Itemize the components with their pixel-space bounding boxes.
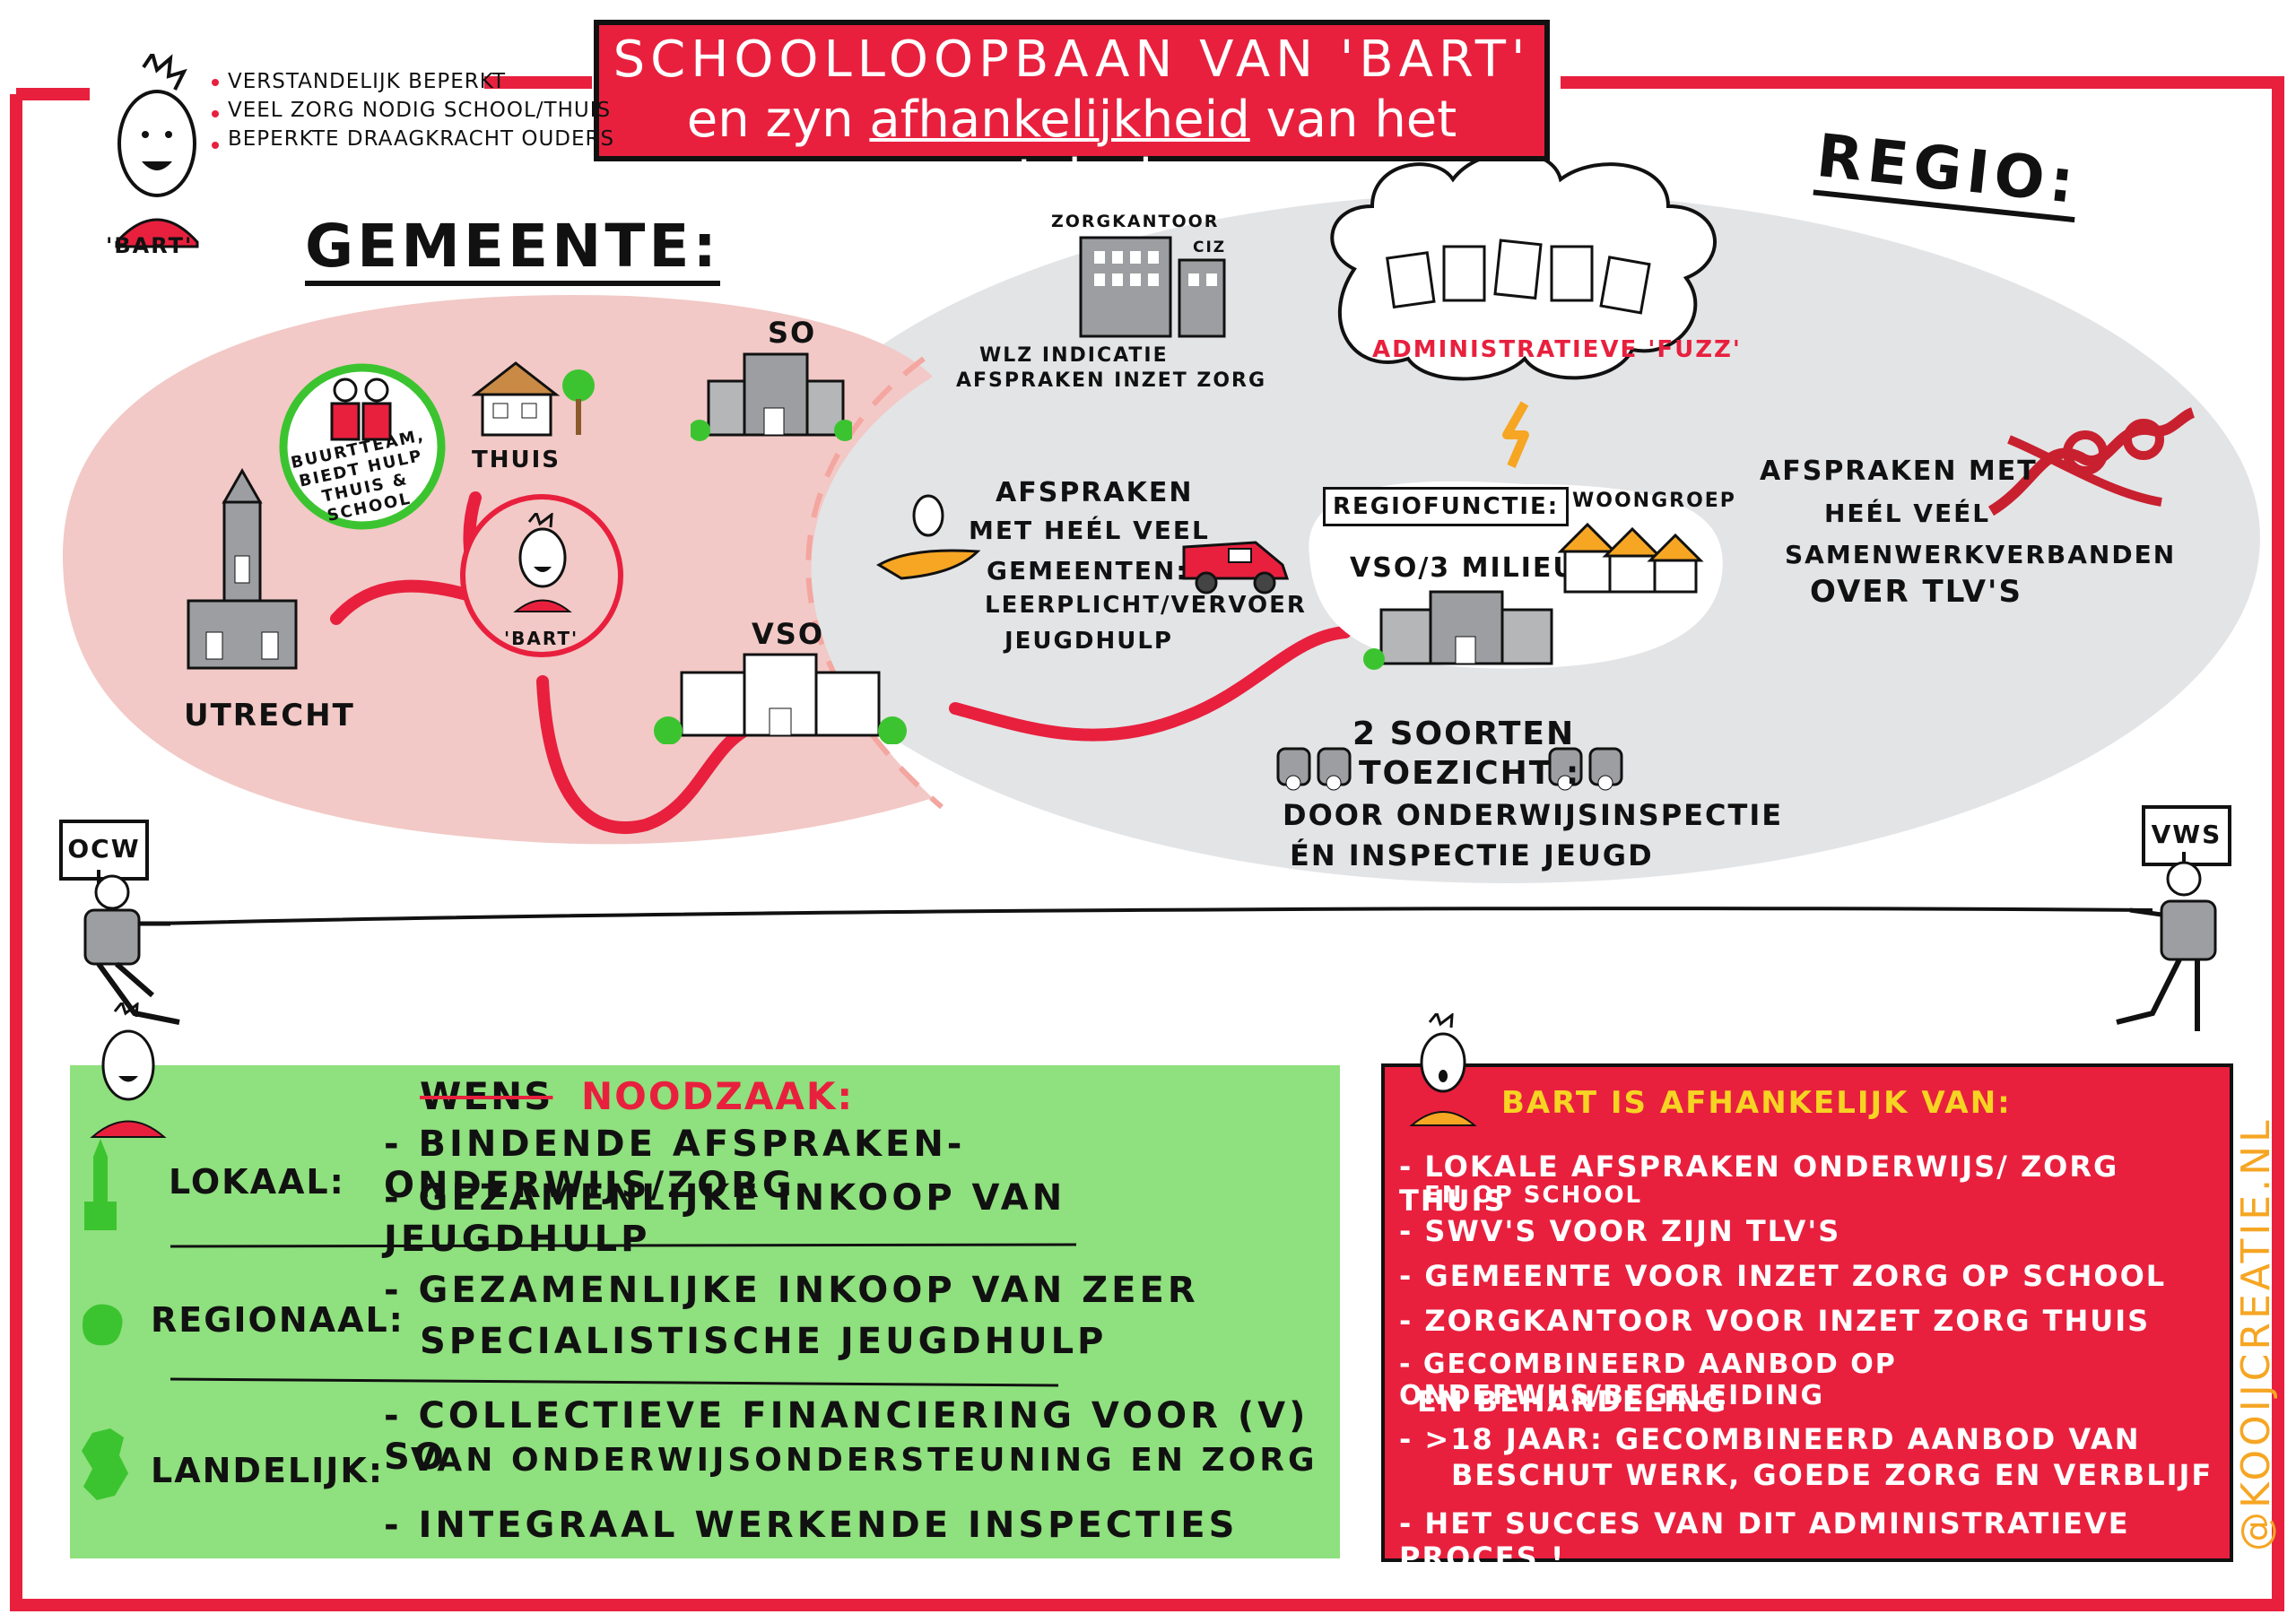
afhankelijk-item: BESCHUT WERK, GOEDE ZORG EN VERBLIJF — [1451, 1458, 2213, 1492]
regionaal-item: SPECIALISTISCHE JEUGDHULP — [420, 1321, 1108, 1362]
papers-icon — [1386, 239, 1651, 315]
title-line-2-underlined: afhankelijkheid — [869, 91, 1250, 149]
afhankelijk-item: - SWV's VOOR ZIJN TLV's — [1399, 1214, 1841, 1248]
title-line-2: en zyn afhankelijkheid van het stelsel — [599, 91, 1544, 207]
team-people-icon — [330, 378, 392, 441]
landelijk-label: LANDELIJK: — [151, 1451, 385, 1490]
gemeenten-text: JEUGDHULP — [1004, 628, 1173, 655]
landelijk-item: - INTEGRAAL WERKENDE INSPECTIES — [384, 1505, 1239, 1546]
gemeente-heading: GEMEENTE: — [305, 212, 720, 286]
knotted-rope-icon — [1987, 407, 2196, 516]
bart-trait: BEPERKTE DRAAGKRACHT OUDERS — [228, 127, 615, 151]
utrecht-label: UTRECHT — [184, 698, 355, 733]
binoculars-icon — [1276, 747, 1352, 791]
lokaal-item: - GEZAMENLIJKE INKOOP VAN JEUGDHULP — [384, 1177, 1066, 1260]
regiofunctie-label: REGIOFUNCTIE: — [1323, 487, 1570, 526]
afhankelijk-item: - >18 JAAR: GECOMBINEERD AANBOD VAN — [1399, 1422, 2141, 1456]
afhankelijk-panel: BART IS AFHANKELIJK VAN: - LOKALE AFSPRA… — [1381, 1013, 2233, 1575]
dom-tower-icon — [84, 1139, 117, 1230]
ocw-figure-icon — [83, 870, 180, 1025]
afhankelijk-item: - GEMEENTE VOOR INZET ZORG OP SCHOOL — [1399, 1259, 2167, 1293]
bullet-icon — [212, 79, 219, 86]
bart-face-icon — [90, 1002, 167, 1138]
ocw-sign: OCW — [59, 820, 149, 881]
ciz-label: CIZ — [1193, 239, 1227, 256]
bart-label: 'BART' — [504, 628, 579, 649]
zorgkantoor-label: ZORGKANTOOR — [1051, 212, 1220, 231]
gemeenten-text: LEERPLICHT/VERVOER — [985, 592, 1307, 619]
dom-tower-icon — [187, 467, 298, 670]
wens-struck: WENS — [420, 1074, 553, 1118]
bart-face-icon — [1409, 1013, 1477, 1126]
binoculars-icon — [1548, 747, 1623, 791]
bullet-icon — [212, 110, 219, 117]
toezicht-line-3: DOOR ONDERWIJSINSPECTIE — [1283, 798, 1784, 832]
vws-sign: VWS — [2142, 805, 2231, 866]
noodzaak-heading: NOODZAAK: — [581, 1074, 855, 1118]
buurtteam-circle — [279, 363, 446, 530]
regionaal-item: - GEZAMENLIJKE INKOOP VAN ZEER — [384, 1270, 1199, 1311]
wlz-label: WLZ INDICATIE — [979, 344, 1169, 367]
tightrope — [152, 907, 2153, 925]
house-icon — [471, 361, 595, 437]
samenwerk-text: SAMENWERKVERBANDEN — [1785, 540, 2177, 569]
afspraken-zorg-label: AFSPRAKEN INZET ZORG — [956, 369, 1267, 392]
so-school-icon — [691, 352, 852, 441]
afhankelijk-item: - GECOMBINEERD AANBOD OP ONDERWIJS/BEGEL… — [1399, 1349, 1897, 1411]
afhankelijk-item: - LOKALE AFSPRAKEN ONDERWIJS/ ZORG THUIS — [1399, 1150, 2119, 1218]
samenwerk-text: HEÉL VEÉL — [1824, 499, 1991, 528]
regionaal-label: REGIONAAL: — [151, 1300, 404, 1340]
so-label: SO — [768, 316, 817, 350]
red-frame — [10, 76, 2284, 1611]
title-line-2-pre: en zyn — [686, 91, 854, 149]
title-line-1: SCHOOLLOOPBAAN VAN 'BART' — [613, 30, 1531, 89]
lokaal-item: - BINDENDE AFSPRAKEN-ONDERWIJS/ZORG — [384, 1124, 966, 1206]
group-houses-icon — [1557, 522, 1704, 594]
samenwerk-text: AFSPRAKEN MET — [1760, 456, 2038, 487]
office-building-icon — [1079, 236, 1226, 338]
toezicht-line-2: TOEZICHT : — [1359, 755, 1581, 792]
van-icon — [1182, 541, 1290, 595]
bart-profile-name: 'BART' — [106, 233, 194, 258]
vso-label: VSO — [752, 617, 825, 651]
bart-trait: VEEL ZORG NODIG SCHOOL/THUIS — [228, 99, 612, 122]
noodzaak-panel: WENS NOODZAAK: LOKAAL: - BINDENDE AFSPRA… — [70, 1002, 1340, 1558]
lokaal-label: LOKAAL: — [169, 1162, 345, 1202]
title-line-2-post: van het stelsel — [990, 91, 1457, 207]
afhankelijk-item: EN BEHANDELING — [1417, 1384, 1728, 1419]
afhankelijk-item: EN OP SCHOOL — [1424, 1182, 1643, 1209]
hand-person-icon — [876, 494, 981, 580]
gemeenten-text: GEMEENTEN: — [987, 556, 1188, 586]
vws-figure-icon — [2116, 852, 2217, 1031]
bart-face-icon — [513, 513, 572, 612]
fuzz-label: ADMINISTRATIEVE 'FUZZ' — [1372, 336, 1742, 363]
afhankelijk-item: - HET SUCCES VAN DIT ADMINISTRATIEVE PRO… — [1399, 1506, 2130, 1575]
toezicht-line-1: 2 SOORTEN — [1352, 716, 1576, 752]
thuis-label: THUIS — [472, 447, 561, 473]
bart-profile-avatar: 'BART' — [90, 54, 215, 269]
bart-face-icon — [115, 54, 199, 248]
vso-school-icon — [654, 653, 907, 744]
bart-trait: VERSTANDELIJK BEPERKT — [228, 70, 507, 93]
bart-traits-list: VERSTANDELIJK BEPERKT VEEL ZORG NODIG SC… — [204, 70, 614, 151]
woongroep-label: WOONGROEP — [1572, 490, 1736, 512]
credit-text: @KOOIJCREATIE.NL — [2233, 1116, 2279, 1551]
vso3-school-icon — [1363, 590, 1553, 670]
bullet-icon — [212, 142, 219, 149]
netherlands-map-icon — [82, 1428, 128, 1500]
landelijk-item: VAN ONDERWIJSONDERSTEUNING EN ZORG — [411, 1442, 1318, 1479]
title-banner: SCHOOLLOOPBAAN VAN 'BART' en zyn afhanke… — [594, 20, 1550, 207]
afhankelijk-heading: BART IS AFHANKELIJK VAN: — [1501, 1085, 2012, 1121]
landelijk-item: - COLLECTIEVE FINANCIERING VOOR (V) SO — [384, 1395, 1309, 1478]
toezicht-line-4: ÉN INSPECTIE JEUGD — [1290, 838, 1654, 872]
vso3-label: VSO/3 MILIEU — [1350, 552, 1577, 584]
gemeenten-text: AFSPRAKEN — [996, 477, 1194, 508]
gemeenten-text: MET HEÉL VEEL — [969, 516, 1210, 545]
afhankelijk-item: - ZORGKANTOOR VOOR INZET ZORG THUIS — [1399, 1304, 2151, 1338]
samenwerk-text: OVER TLV's — [1810, 574, 2022, 610]
region-map-icon — [83, 1304, 123, 1346]
